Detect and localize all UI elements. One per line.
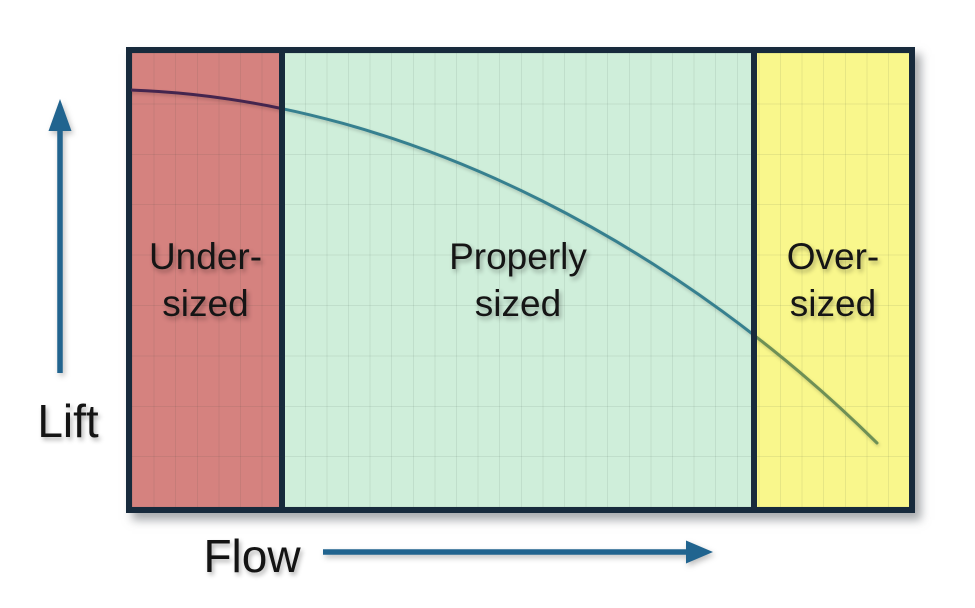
y-axis-arrow-icon bbox=[48, 99, 72, 373]
zone-divider-under-proper bbox=[279, 53, 285, 507]
zone-label-line: sized bbox=[162, 283, 249, 324]
zone-properly-sized: Properly sized bbox=[285, 53, 751, 507]
zone-label-line: sized bbox=[789, 283, 877, 324]
zone-label-properly-sized: Properly sized bbox=[449, 233, 587, 327]
zone-label-undersized: Under- sized bbox=[149, 233, 262, 327]
zone-label-line: sized bbox=[474, 283, 562, 324]
zone-label-line: Properly bbox=[449, 236, 587, 277]
zone-label-oversized: Over- sized bbox=[787, 233, 880, 327]
zone-label-line: Over- bbox=[786, 236, 880, 277]
zone-oversized: Over- sized bbox=[757, 53, 909, 507]
x-axis-arrow-icon bbox=[323, 540, 713, 564]
zone-undersized: Under- sized bbox=[132, 53, 279, 507]
zone-divider-proper-over bbox=[751, 53, 757, 507]
y-axis-label: Lift bbox=[37, 395, 99, 447]
zone-label-line: Under- bbox=[148, 236, 263, 277]
plot-frame: Under- sized Properly sized Over- sized bbox=[126, 47, 915, 513]
x-axis-label: Flow bbox=[203, 530, 301, 582]
